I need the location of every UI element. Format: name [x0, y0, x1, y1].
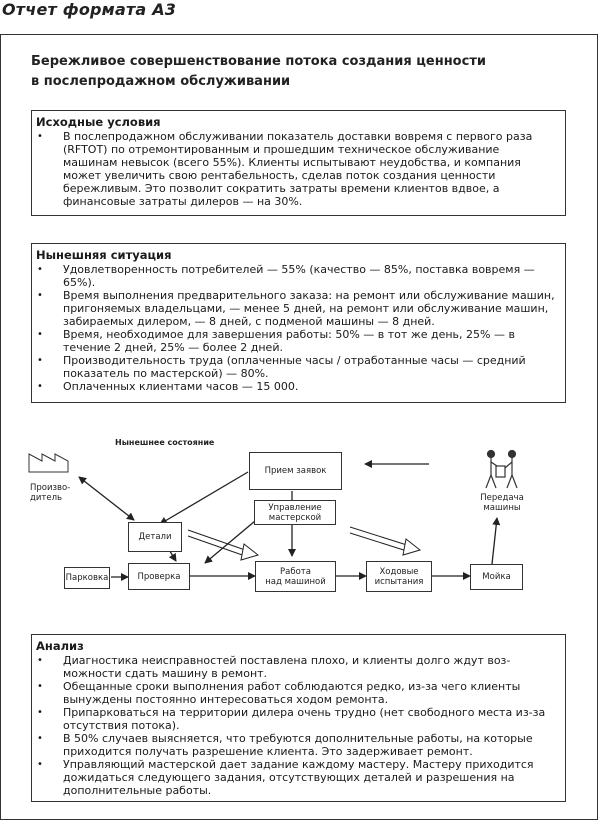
report-heading: Бережливое совершенствование потока созд… [31, 52, 551, 92]
diagram-connectors [28, 449, 518, 581]
manufacturer-label: Произво- дитель [30, 483, 71, 503]
customers-icon [485, 449, 518, 489]
initial-conditions-box: Исходные условия В послепродажном обслуж… [31, 110, 566, 216]
road-test-box: Ходовые испытания [366, 561, 432, 592]
list-item: Удовлетворенность потребителей — 55% (ка… [36, 263, 557, 289]
diagram-caption: Нынешнее состояние [115, 438, 215, 447]
parts-box: Детали [128, 522, 182, 552]
list-item: Обещанные сроки выполнения работ соблюда… [36, 680, 557, 706]
list-item: Время выполнения предварительного заказа… [36, 289, 557, 328]
parking-box: Парковка [64, 567, 110, 589]
analysis-box: Анализ Диагностика неисправностей постав… [31, 634, 566, 802]
wash-box: Мойка [470, 564, 523, 590]
factory-icon [28, 453, 69, 473]
order-intake-box: Прием заявок [249, 452, 342, 490]
report-heading-line-2: в послепродажном обслуживании [31, 74, 291, 89]
analysis-title: Анализ [36, 639, 84, 653]
report-heading-line-1: Бережливое совершенствование потока созд… [31, 54, 486, 69]
list-item: Диагностика неисправностей поставлена пл… [36, 654, 557, 680]
list-item: В послепродажном обслуживании показатель… [36, 130, 557, 208]
current-situation-list: Удовлетворенность потребителей — 55% (ка… [36, 263, 557, 393]
list-item: Управляющий мастерской дает задание кажд… [36, 758, 557, 797]
customer-handover-label: Передача машины [480, 493, 524, 513]
page-title: Отчет формата А3 [2, 0, 177, 19]
initial-conditions-list: В послепродажном обслуживании показатель… [36, 130, 557, 208]
current-situation-title: Нынешняя ситуация [36, 248, 172, 262]
current-state-diagram: Нынешнее состояние Произво- дитель Прием… [0, 430, 600, 630]
inspection-box: Проверка [128, 563, 190, 590]
list-item: Производительность труда (оплаченные час… [36, 354, 557, 380]
list-item: Время, необходимое для завершения работы… [36, 328, 557, 354]
vehicle-work-box: Работа над машиной [255, 561, 336, 592]
shop-management-box: Управление мастерской [254, 500, 336, 525]
list-item: В 50% случаев выясняется, что требуются … [36, 732, 557, 758]
analysis-list: Диагностика неисправностей поставлена пл… [36, 654, 557, 797]
list-item: Оплаченных клиентами часов — 15 000. [36, 380, 557, 393]
report-frame [0, 34, 598, 820]
list-item: Припарковаться на территории дилера очен… [36, 706, 557, 732]
current-situation-box: Нынешняя ситуация Удовлетворенность потр… [31, 243, 566, 403]
initial-conditions-title: Исходные условия [36, 115, 161, 129]
